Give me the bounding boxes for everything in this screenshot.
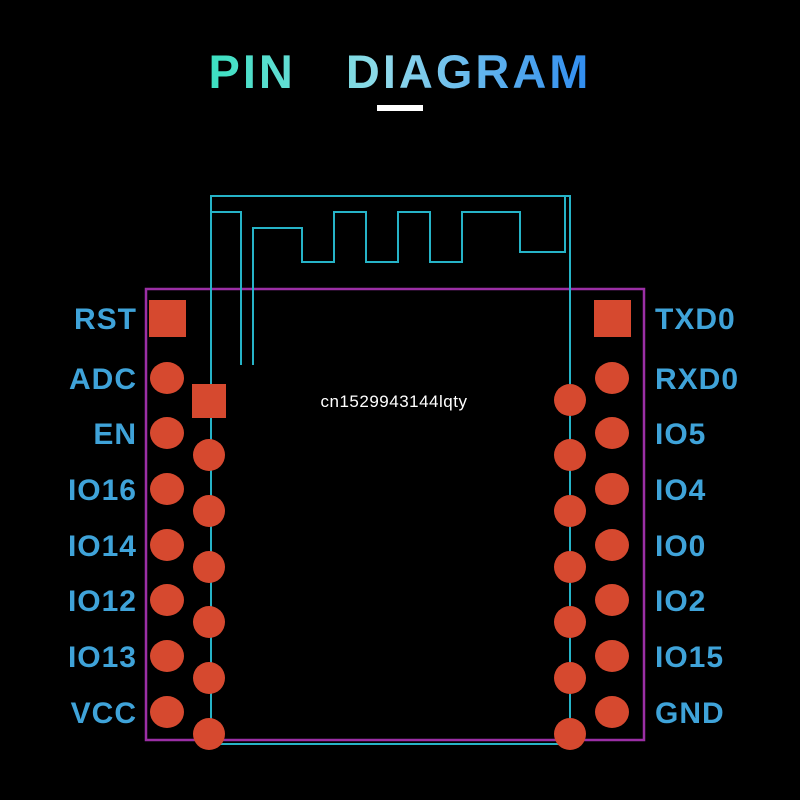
pad-io13 — [150, 640, 184, 672]
solder-pad-inner-left-square — [192, 384, 226, 418]
pin-label-io13: IO13 — [68, 641, 137, 674]
pad-vcc — [150, 696, 184, 728]
pin-label-rxd0: RXD0 — [655, 363, 739, 396]
pin-label-vcc: VCC — [71, 697, 137, 730]
solder-pad-inner-right — [554, 495, 586, 527]
pin-label-gnd: GND — [655, 697, 725, 730]
pad-io12 — [150, 584, 184, 616]
pin-label-io5: IO5 — [655, 418, 706, 451]
pin-label-io15: IO15 — [655, 641, 724, 674]
pin-label-io4: IO4 — [655, 474, 706, 507]
pad-io5 — [595, 417, 629, 449]
pin-label-io12: IO12 — [68, 585, 137, 618]
solder-pad-inner-right — [554, 551, 586, 583]
pad-io0 — [595, 529, 629, 561]
antenna-feed-line — [211, 211, 242, 365]
pin-label-io16: IO16 — [68, 474, 137, 507]
pin-label-adc: ADC — [69, 363, 137, 396]
pad-rst — [149, 300, 186, 337]
pad-io15 — [595, 640, 629, 672]
pin-label-io14: IO14 — [68, 530, 137, 563]
pin-label-io2: IO2 — [655, 585, 706, 618]
title-underline — [377, 105, 423, 111]
solder-pad-inner-right — [554, 718, 586, 750]
pad-io16 — [150, 473, 184, 505]
pin-label-txd0: TXD0 — [655, 303, 736, 336]
watermark-text: cn1529943144lqty — [321, 392, 468, 411]
solder-pad-inner-left — [193, 551, 225, 583]
solder-pad-inner-left — [193, 718, 225, 750]
solder-pad-inner-right — [554, 606, 586, 638]
pad-txd0 — [594, 300, 631, 337]
solder-pad-inner-left — [193, 495, 225, 527]
solder-pad-inner-right — [554, 662, 586, 694]
pad-en — [150, 417, 184, 449]
pad-io4 — [595, 473, 629, 505]
solder-pad-inner-left — [193, 606, 225, 638]
pcb-inner-outline — [210, 195, 571, 745]
solder-pad-inner-right — [554, 439, 586, 471]
pad-io14 — [150, 529, 184, 561]
solder-pad-inner-left — [193, 439, 225, 471]
pin-label-rst: RST — [74, 303, 137, 336]
module-body-outline — [144, 287, 646, 742]
pad-adc — [150, 362, 184, 394]
pad-gnd — [595, 696, 629, 728]
pad-io2 — [595, 584, 629, 616]
antenna-trace — [252, 196, 566, 365]
solder-pad-inner-left — [193, 662, 225, 694]
pad-rxd0 — [595, 362, 629, 394]
page-title: PIN DIAGRAM — [0, 44, 800, 99]
solder-pad-inner-right — [554, 384, 586, 416]
pin-label-en: EN — [93, 418, 137, 451]
pin-label-io0: IO0 — [655, 530, 706, 563]
